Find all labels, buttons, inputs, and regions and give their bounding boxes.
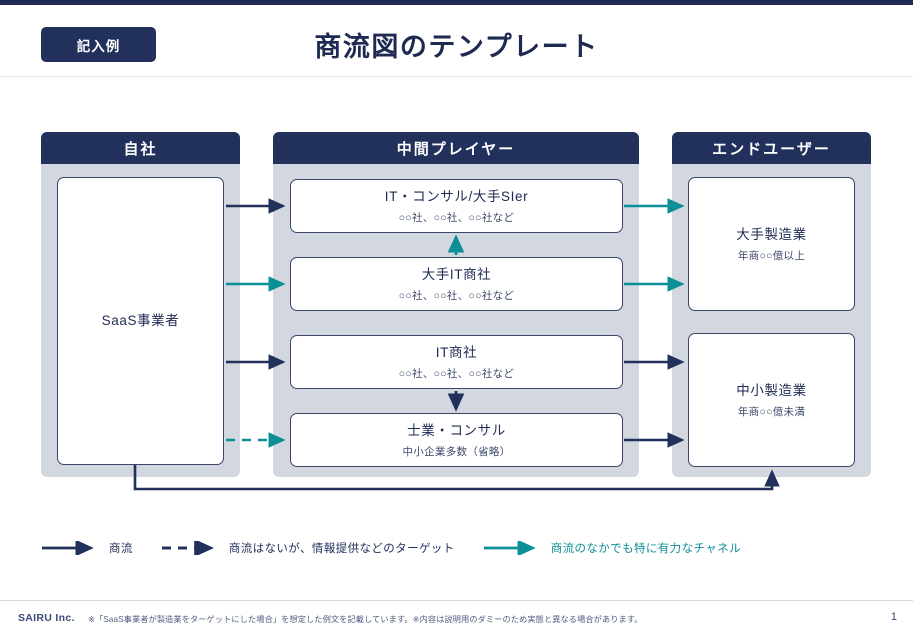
node-professional-consulting[interactable]: 士業・コンサル 中小企業多数（省略） — [290, 413, 623, 467]
top-accent-bar — [0, 0, 913, 5]
legend-label: 商流のなかでも特に有力なチャネル — [550, 543, 741, 555]
node-title: IT商社 — [435, 344, 478, 360]
diagram-stage: 自社 中間プレイヤー エンドユーザー SaaS事業者 IT・コンサル/大手SIe… — [0, 77, 913, 577]
legend-label: 商流 — [109, 543, 133, 555]
legend-item-information-target: 商流はないが、情報提供などのターゲット — [161, 540, 455, 556]
page-footer: SAIRU Inc. ※「SaaS事業者が製造業をターゲットにした場合」を想定し… — [0, 600, 913, 633]
node-title: 士業・コンサル — [407, 422, 506, 438]
node-smb-manufacturer[interactable]: 中小製造業 年商○○億未満 — [688, 333, 855, 467]
node-subtitle: ○○社、○○社、○○社など — [398, 290, 515, 303]
node-saas-vendor[interactable]: SaaS事業者 — [57, 177, 224, 465]
page-title: 商流図のテンプレート — [314, 32, 599, 62]
solid-teal-arrow-icon — [483, 541, 536, 555]
example-badge: 記入例 — [41, 27, 156, 62]
node-subtitle: ○○社、○○社、○○社など — [398, 368, 515, 381]
node-subtitle: 年商○○億未満 — [737, 406, 806, 419]
node-title: IT・コンサル/大手SIer — [384, 188, 529, 204]
node-major-it-trading[interactable]: 大手IT商社 ○○社、○○社、○○社など — [290, 257, 623, 311]
node-it-trading[interactable]: IT商社 ○○社、○○社、○○社など — [290, 335, 623, 389]
node-title: 中小製造業 — [736, 382, 807, 398]
legend: 商流 商流はないが、情報提供などのターゲット 商流のなかでも特に有力なチャネル — [41, 535, 881, 561]
node-title: 大手IT商社 — [421, 266, 492, 282]
footer-note: ※「SaaS事業者が製造業をターゲットにした場合」を想定した例文を記載しています… — [88, 615, 643, 624]
dashed-navy-arrow-icon — [161, 541, 214, 555]
node-large-manufacturer[interactable]: 大手製造業 年商○○億以上 — [688, 177, 855, 311]
solid-navy-arrow-icon — [42, 541, 94, 555]
legend-item-commercial-flow: 商流 — [41, 540, 133, 556]
node-subtitle: 中小企業多数（省略） — [402, 446, 511, 459]
node-title: 大手製造業 — [736, 226, 807, 242]
brand-name: SAIRU Inc. — [18, 612, 75, 624]
node-subtitle: 年商○○億以上 — [737, 250, 806, 263]
column-header-end-users: エンドユーザー — [672, 132, 871, 164]
node-it-consulting-sier[interactable]: IT・コンサル/大手SIer ○○社、○○社、○○社など — [290, 179, 623, 233]
column-header-intermediate-players: 中間プレイヤー — [273, 132, 639, 164]
node-title: SaaS事業者 — [101, 312, 180, 328]
legend-item-strong-channel: 商流のなかでも特に有力なチャネル — [483, 540, 741, 556]
page-header: 記入例 商流図のテンプレート — [0, 5, 913, 77]
node-subtitle: ○○社、○○社、○○社など — [398, 212, 515, 225]
page-number: 1 — [890, 611, 897, 623]
legend-label: 商流はないが、情報提供などのターゲット — [228, 543, 455, 555]
column-header-own-company: 自社 — [41, 132, 240, 164]
